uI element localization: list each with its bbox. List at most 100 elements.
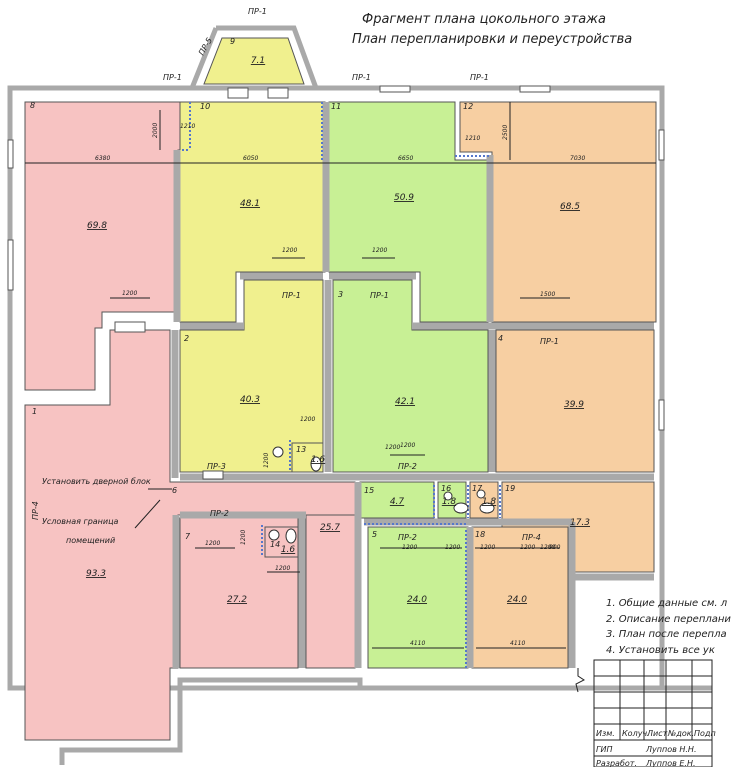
opening-label: ПР-1 — [163, 73, 182, 82]
opening-label: ПР-1 — [282, 291, 301, 300]
plan-title-line2: План перепланировки и переустройства — [352, 32, 633, 47]
room-number-11: 11 — [331, 102, 341, 111]
dimension-lines — [25, 102, 656, 649]
opening-label: ПР-4 — [522, 533, 541, 542]
room-area-9: 7.1 — [251, 56, 265, 66]
room-area-1: 93.3 — [86, 569, 106, 579]
room-number-19: 19 — [505, 484, 515, 493]
dimension-label: 1200 — [263, 453, 270, 468]
room-number-1: 1 — [32, 407, 37, 416]
opening-label: ПР-2 — [210, 509, 229, 518]
room-number-15: 15 — [364, 486, 374, 495]
room-area-15: 4.7 — [390, 497, 405, 507]
room-5 — [367, 526, 469, 669]
outer-wall — [7, 85, 665, 691]
stamp-header-2: Лист — [646, 729, 668, 738]
annotation-door: Установить дверной блок — [42, 477, 151, 486]
room-number-5: 5 — [372, 530, 377, 539]
stamp-header-1: Колуч. — [622, 729, 650, 738]
room-number-9: 9 — [230, 37, 235, 46]
dimension-label: 6050 — [243, 155, 258, 162]
note-2: 2. Описание переплани — [606, 613, 731, 625]
room-area-17: 1.8 — [482, 497, 497, 507]
room-area-11: 50.9 — [394, 193, 414, 203]
dimension-label: 1200 — [400, 442, 415, 449]
opening-label: ПР-1 — [540, 337, 559, 346]
general-notes: 1. Общие данные см. л 2. Описание перепл… — [606, 596, 731, 658]
new-partitions — [182, 102, 501, 668]
room-number-18: 18 — [475, 530, 485, 539]
room-area-12: 68.5 — [560, 202, 580, 212]
room-2 — [179, 279, 324, 473]
note-4: 4. Установить все ук — [606, 644, 715, 656]
stamp-dev-name: Луппов Е.Н. — [645, 759, 696, 767]
annotation-boundary-2: помещений — [66, 536, 115, 545]
stamp-gip-label: ГИП — [596, 745, 612, 754]
dimension-label: 1200 — [240, 530, 247, 545]
break-line — [575, 668, 585, 693]
stamp-header-3: №док. — [667, 729, 694, 738]
room-number-13: 13 — [296, 445, 306, 454]
room-number-2: 2 — [184, 334, 189, 343]
dimension-label: 900 — [549, 544, 561, 551]
note-1: 1. Общие данные см. л — [606, 598, 728, 609]
dimension-label: 1210 — [180, 123, 195, 130]
room-number-14: 14 — [270, 540, 280, 549]
dimension-label: 1500 — [540, 291, 555, 298]
floor-plan: 193.3240.3342.1439.9524.0625.7727.2869.8… — [7, 7, 712, 765]
dimension-label: 2000 — [152, 123, 159, 138]
dimension-label: 2500 — [502, 125, 509, 140]
room-area-7: 27.2 — [227, 595, 247, 605]
dimension-label: 1200 — [275, 565, 290, 572]
room-number-17: 17 — [472, 484, 483, 493]
room-area-2: 40.3 — [240, 395, 260, 405]
dimension-label: 6380 — [95, 155, 110, 162]
dimension-label: 6650 — [398, 155, 413, 162]
stamp-header-4: Подп — [694, 729, 716, 738]
stamp-gip-name: Луппов Н.Н. — [645, 745, 696, 754]
room-area-8: 69.8 — [87, 221, 107, 231]
room-area-10: 48.1 — [240, 199, 260, 209]
room-area-3: 42.1 — [395, 397, 415, 407]
stamp-header-0: Изм. — [596, 729, 615, 738]
dimension-label: 1200 — [445, 544, 460, 551]
opening-label: ПР-1 — [370, 291, 389, 300]
room-number-4: 4 — [498, 334, 503, 343]
dimension-label: 1200 — [300, 416, 315, 423]
dimension-label: 1200 — [122, 290, 137, 297]
room-number-12: 12 — [463, 102, 473, 111]
room-number-6: 6 — [172, 486, 177, 495]
room-area-13: 1.6 — [311, 455, 326, 465]
dimension-label: 4110 — [510, 640, 525, 647]
room-18 — [471, 526, 569, 669]
plan-title-line1: Фрагмент плана цокольного этажа — [362, 12, 606, 27]
room-labels: 193.3240.3342.1439.9524.0625.7727.2869.8… — [30, 37, 590, 605]
windows — [7, 85, 665, 480]
opening-label: ПР-2 — [398, 533, 417, 542]
room-area-6: 25.7 — [320, 523, 340, 533]
dimension-label: 1200 — [282, 247, 297, 254]
room-area-18: 24.0 — [507, 595, 527, 605]
room-number-10: 10 — [200, 102, 210, 111]
room-area-5: 24.0 — [407, 595, 427, 605]
room-area-16: 1.8 — [442, 497, 457, 507]
dimension-label: 1200 — [520, 544, 535, 551]
title-block: Изм. Колуч. Лист №док. Подп ГИП Луппов Н… — [593, 659, 716, 767]
dimension-label: 7030 — [570, 155, 585, 162]
wc-fixtures — [268, 446, 495, 544]
opening-label: ПР-1 — [470, 73, 489, 82]
annotation-boundary-1: Условная граница — [42, 517, 119, 526]
room-6 — [305, 514, 356, 669]
bay-wall — [189, 25, 319, 89]
dimension-label: 1200 — [480, 544, 495, 551]
room-area-14: 1.6 — [281, 545, 296, 555]
room-area-4: 39.9 — [564, 400, 584, 410]
room-number-3: 3 — [338, 290, 343, 299]
dimension-label: 1200 — [372, 247, 387, 254]
opening-label: ПР-1 — [352, 73, 371, 82]
room-9 — [203, 37, 305, 85]
opening-label: ПР-2 — [398, 462, 417, 471]
dimension-label: 4110 — [410, 640, 425, 647]
room-number-16: 16 — [441, 484, 451, 493]
